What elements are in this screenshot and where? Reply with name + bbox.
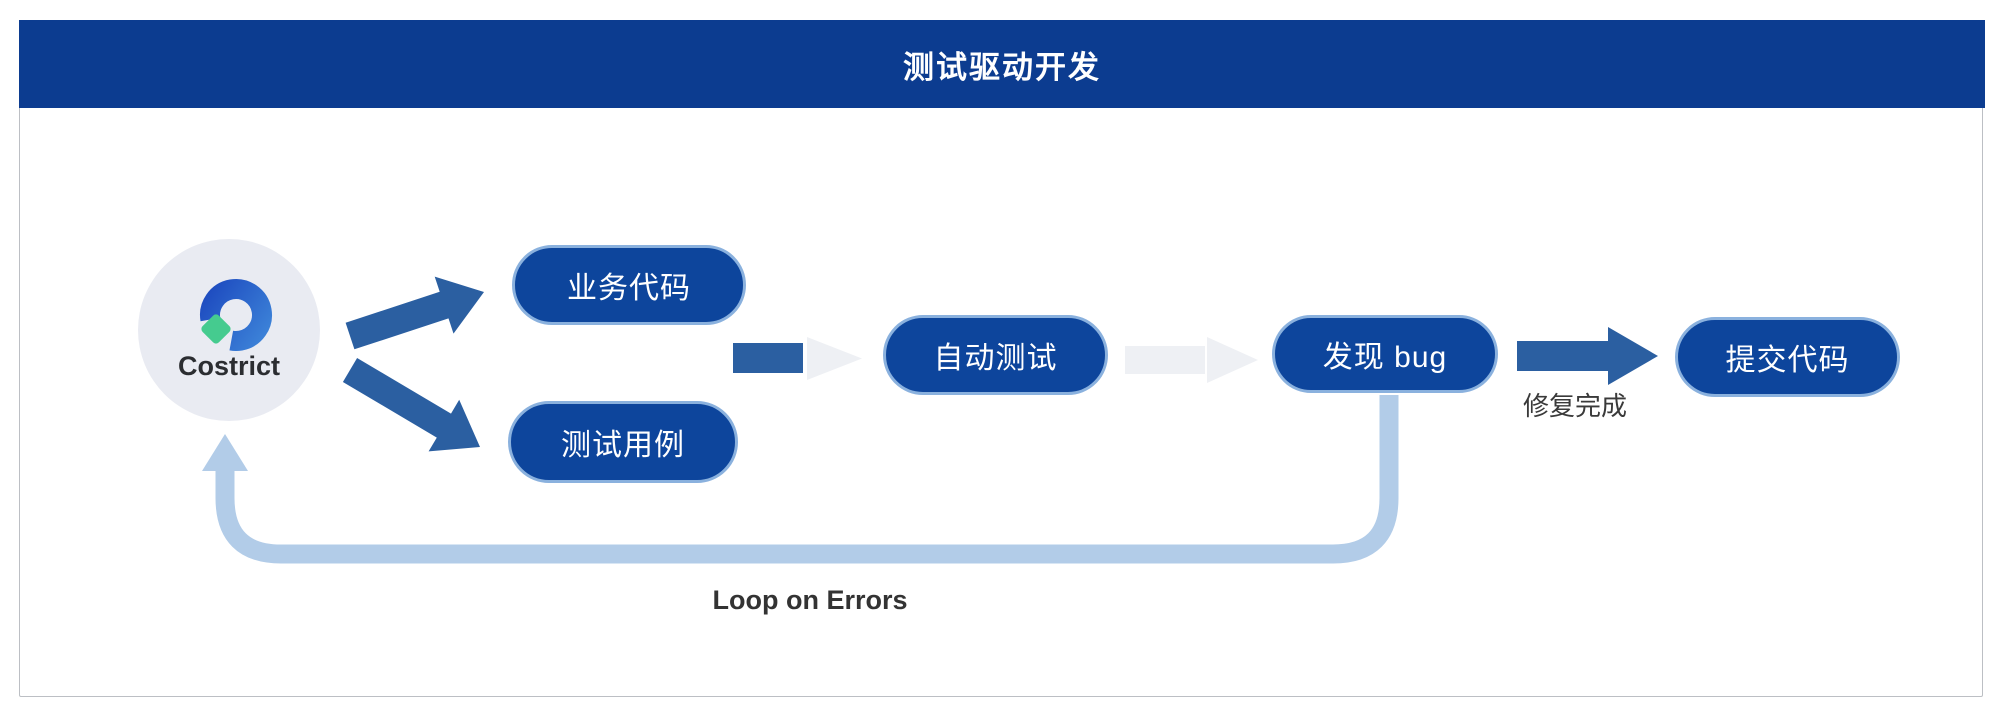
node-commit-code: 提交代码 [1675, 317, 1900, 397]
arrow-to-business-code-icon [345, 276, 484, 350]
arrow-to-bug-found-icon [1125, 337, 1258, 383]
node-test-cases: 测试用例 [508, 401, 738, 483]
node-auto-test: 自动测试 [883, 315, 1108, 395]
page-title: 测试驱动开发 [903, 49, 1101, 85]
arrow-to-test-cases-icon [342, 358, 480, 452]
node-business-code: 业务代码 [512, 245, 746, 325]
loop-arrowhead-icon [202, 434, 248, 471]
costrict-logo-icon [200, 279, 272, 351]
arrow-to-auto-test-icon [733, 337, 862, 380]
edge-label-fix-done: 修复完成 [1522, 391, 1627, 421]
loop-on-errors-arrow [202, 395, 1399, 564]
costrict-actor: Costrict [138, 239, 320, 421]
actor-label: Costrict [177, 351, 280, 381]
arrow-fix-done-icon [1517, 327, 1658, 385]
edge-label-loop-on-errors: Loop on Errors [712, 585, 908, 615]
node-bug-found: 发现 bug [1272, 315, 1498, 393]
diagram-header: 测试驱动开发 [19, 20, 1985, 108]
